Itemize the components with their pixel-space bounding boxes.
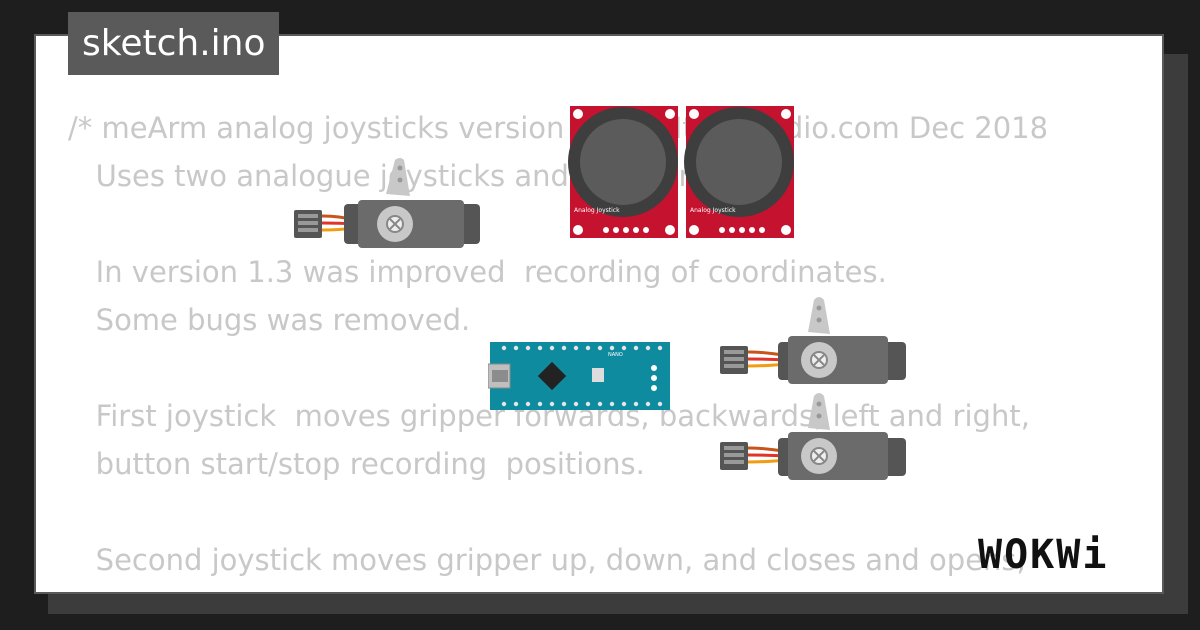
joystick-2-label: Analog Joystick (690, 207, 736, 214)
code-line: Second joystick moves gripper up, down, … (95, 543, 1026, 577)
code-line: First joystick moves gripper forwards, b… (95, 399, 1030, 433)
servo-connector (720, 346, 789, 374)
arduino-nano[interactable]: NANO (488, 340, 672, 412)
code-line: Some bugs was removed. (95, 303, 471, 337)
code-line: button start/stop playing recorded posit… (68, 591, 743, 592)
file-title: sketch.ino (68, 12, 280, 75)
code-line: /* meArm analog joysticks version 1.3 by… (68, 111, 1049, 145)
servo-3[interactable] (718, 392, 910, 484)
joystick-1[interactable]: Analog Joystick (566, 104, 684, 240)
servo-connector (720, 442, 789, 470)
joystick-2[interactable]: Analog Joystick (682, 104, 800, 240)
code-line: In version 1.3 was improved recording of… (95, 255, 887, 289)
servo-2[interactable] (718, 296, 910, 388)
wokwi-logo: WOKWi (978, 532, 1109, 578)
joystick-1-label: Analog Joystick (574, 207, 620, 214)
code-line: button start/stop recording positions. (95, 447, 645, 481)
nano-label: NANO (608, 352, 623, 358)
servo-1[interactable] (292, 158, 484, 250)
